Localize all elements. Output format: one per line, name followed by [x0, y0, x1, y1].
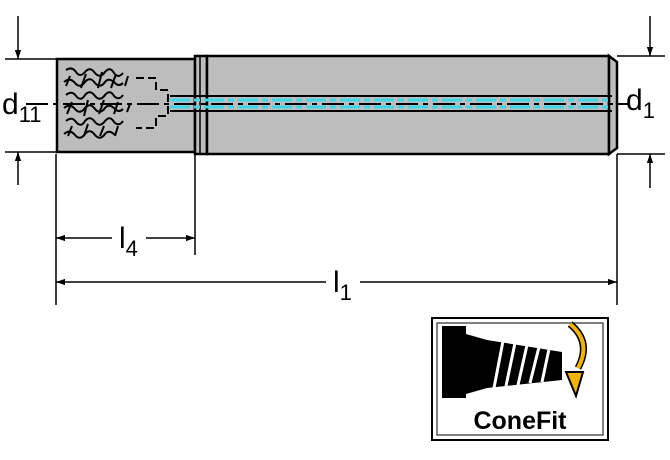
d11-label: d11	[2, 88, 42, 127]
threaded-cone-rotate-icon	[442, 321, 587, 399]
coolant-channel	[170, 95, 612, 112]
conefit-logo: ConeFit	[431, 317, 609, 441]
conefit-logo-text: ConeFit	[473, 407, 567, 435]
dimension-d1: d1	[617, 16, 665, 188]
d1-label: d1	[626, 84, 655, 123]
l1-label: l1	[333, 266, 352, 305]
internal-bore	[136, 77, 169, 129]
tool-body	[26, 53, 628, 157]
dimension-l1: l1	[56, 154, 618, 305]
thread-hatching	[63, 67, 131, 139]
dimension-d11: d11	[2, 16, 56, 185]
l4-label: l4	[119, 222, 138, 261]
